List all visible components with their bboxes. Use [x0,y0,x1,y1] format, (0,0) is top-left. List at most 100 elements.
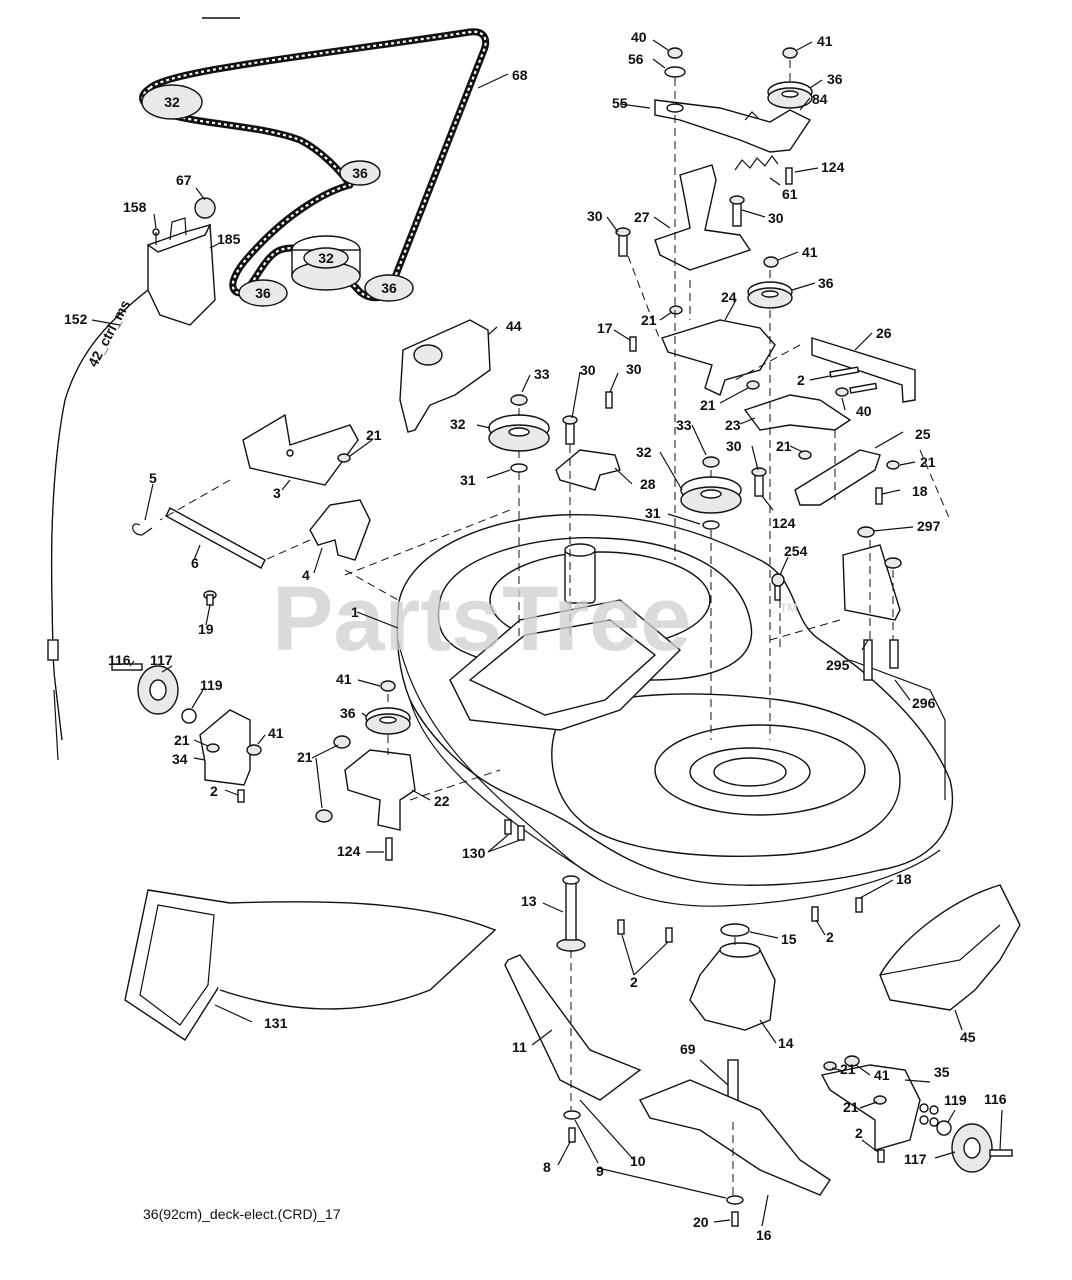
nut-33-left [510,394,528,406]
callout-1: 1 [351,604,359,620]
callout-41: 41 [268,725,284,741]
bracket-27 [654,164,752,271]
bracket-34 [199,709,251,786]
callout-41: 41 [817,33,833,49]
belt-pulley-top: 32 [141,84,203,120]
screw-254 [771,573,785,601]
bracket-295 [842,544,901,621]
nut-41-c [246,744,262,756]
belt-cover-45 [879,884,1021,1011]
callout-124: 124 [772,515,796,531]
spring-61 [734,154,779,171]
clip-5 [132,523,153,536]
callout-32: 32 [636,444,652,460]
svg-text:36: 36 [381,280,397,296]
washer-119-right [936,1120,952,1136]
callout-22: 22 [434,793,450,809]
callout-21: 21 [920,454,936,470]
callout-14: 14 [778,1035,794,1051]
callout-27: 27 [634,209,650,225]
callout-21: 21 [776,438,792,454]
watermark: PartsTree [272,568,691,670]
callout-36: 36 [340,705,356,721]
spacer-21-g2 [315,809,333,823]
callout-15: 15 [781,931,797,947]
belt-pulley-left-lower: 36 [238,279,288,307]
bolt-2-d [811,906,819,922]
nut-21-a [669,305,683,315]
idler-pulley-mid [747,281,793,309]
bracket-28 [555,449,621,491]
callout-56: 56 [628,51,644,67]
callout-20: 20 [693,1214,709,1230]
bolt-296-b [889,639,899,669]
svg-text:36: 36 [255,285,271,301]
callout-21: 21 [641,312,657,328]
callout-36: 36 [827,71,843,87]
callout-40: 40 [856,403,872,419]
nut-33-right [702,456,720,468]
nut-21-f [206,743,220,753]
clutch-bracket [146,197,216,326]
nut-41-top [782,47,798,59]
washer-10 [726,1195,744,1205]
callout-21: 21 [174,732,190,748]
idler-arm [654,99,812,153]
washer-119-left [181,708,197,724]
bracket-35 [820,1064,939,1151]
deck-pulley-right [680,476,742,514]
callout-13: 13 [521,893,537,909]
callout-124: 124 [337,843,361,859]
nut-21-d [886,460,900,470]
callout-30: 30 [587,208,603,224]
blade-16 [639,1079,831,1196]
watermark-tm: TM [780,601,797,615]
callout-21: 21 [840,1061,856,1077]
washer-31-left [510,463,528,473]
bolt-2-pair [829,366,878,394]
roller-117-right [951,1123,993,1173]
callout-24: 24 [721,289,737,305]
nut-41-d [380,680,396,692]
callout-28: 28 [640,476,656,492]
callout-119: 119 [200,677,223,693]
nut-297-b [884,557,902,569]
callout-8: 8 [543,1159,551,1175]
nut-21-c [798,450,812,460]
callout-21: 21 [843,1099,859,1115]
callout-30: 30 [626,361,642,377]
callout-296: 296 [912,695,936,711]
link-6 [165,507,266,569]
callout-55: 55 [612,95,628,111]
bolt-18-b [855,897,863,913]
bracket-25 [794,449,881,506]
callout-295: 295 [826,657,850,673]
bolt-30-a [615,227,631,257]
callout-18: 18 [912,483,928,499]
callout-185: 185 [217,231,241,247]
svg-text:32: 32 [318,250,334,266]
bolt-2-b [237,789,245,803]
callout-34: 34 [172,751,188,767]
bolt-18-a [875,487,883,505]
belt-guard-44 [399,319,491,433]
blade-11 [504,954,642,1101]
bolt-2-c [617,919,673,943]
bolt-30-e [751,467,767,497]
callout-40: 40 [631,29,647,45]
bracket-22 [344,749,416,831]
nut-21-b [746,380,760,390]
washer-15 [720,923,750,937]
callout-45: 45 [960,1029,976,1045]
callout-41: 41 [802,244,818,260]
assembly-guide-lines [159,60,951,1195]
callout-6: 6 [191,555,199,571]
nut-40-top [667,47,683,59]
callout-68: 68 [512,67,528,83]
callout-16: 16 [756,1227,772,1243]
callout-41: 41 [336,671,352,687]
bolt-116-right [989,1149,1013,1157]
callout-30: 30 [768,210,784,226]
plate-23 [743,394,852,431]
bolt-30-c [562,415,578,445]
